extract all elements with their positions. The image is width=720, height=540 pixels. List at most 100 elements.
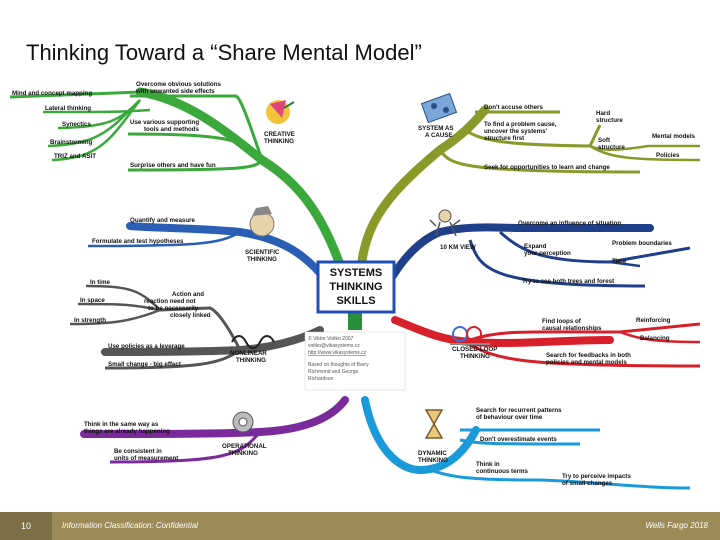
leaf-action-4: closely linked [170,312,211,319]
twig-nonlinear-small [104,348,241,370]
leaf-reinforcing: Reinforcing [636,317,671,324]
creative-title-2: THINKING [264,138,294,145]
leaf-impacts-1: Try to perceive impacts [562,473,631,480]
leaf-synectics: Synectics [62,121,91,128]
twig-system-find [464,124,602,148]
twig-dynamic-continuous [429,468,691,490]
leaf-in-time: In time [90,279,110,286]
leaf-expand-2: your perception [524,250,571,257]
closed-loop-illustration-icon [450,326,490,345]
mind-map: SYSTEMS THINKING SKILLS © Viktor Voitko … [9,81,701,490]
operational-illustration-icon [232,411,254,433]
scientific-title-1: SCIENTIFIC [245,249,280,256]
twig-dynamic-overestimate [459,438,581,446]
leaf-impacts-2: of small changes [562,480,613,487]
dynamic-title-1: DYNAMIC [418,450,447,457]
leaf-find-cause-1: To find a problem cause, [484,121,557,128]
leaf-small-change: Small change - big effect [108,361,181,368]
credit-line-6: Richardson [308,376,334,382]
system-cause-title-2: A CAUSE [425,132,453,139]
twig-system-seek [438,149,641,174]
10km-illustration-icon [429,209,461,237]
leaf-policies: Policies [656,152,680,159]
brand-label: Wells Fargo 2018 [645,521,708,530]
leaf-overcome-2: with unwanted side effects [135,88,215,95]
slide-title: Thinking Toward a “Share Mental Model” [26,40,422,65]
twig-nonlinear-time [85,284,161,311]
credit-line-5: Richmond and George [308,369,359,375]
operational-title-1: OPERATIONAL [222,443,267,450]
page-number: 10 [0,512,52,540]
twig-nonlinear-strength [69,308,161,326]
leaf-hypotheses: Formulate and test hypotheses [92,238,184,245]
leaf-mind-mapping: Mind and concept mapping [12,90,92,97]
creative-illustration-icon [266,100,295,124]
leaf-trees-forest: Try to see both trees and forest [522,278,614,285]
leaf-seek: Seek for opportunities to learn and chan… [484,164,610,171]
leaf-tools-1: Use various supporting [130,119,199,126]
leaf-action-1: Action and [172,291,204,298]
credit-line-3[interactable]: http://www.vikasystems.cz [308,350,367,356]
twig-creative-brainstorm [47,99,141,148]
leaf-overcome-1: Overcome obvious solutions [136,81,221,88]
leaf-find-cause-2: uncover the systems' [484,128,548,135]
nonlinear-illustration-icon [231,335,275,349]
twig-creative-overcome [130,94,264,161]
leaf-quantify: Quantify and measure [130,217,196,224]
center-line-1: SYSTEMS [330,267,383,279]
leaf-continuous-2: continuous terms [476,468,528,475]
twig-scientific-hypo [87,230,241,248]
scientific-title-2: THINKING [247,256,277,263]
twig-creative-mind [9,90,141,99]
leaf-mental-models: Mental models [652,133,696,140]
system-cause-illustration-icon [420,92,458,124]
center-line-3: SKILLS [336,295,375,307]
creative-title-1: CREATIVE [264,131,295,138]
credit-line-4: Based on thoughts of Barry [308,362,369,368]
leaf-action-2: reaction need not [144,298,196,305]
scientific-illustration-icon [249,206,275,237]
branch-operational [80,396,349,438]
branch-10km [381,223,654,294]
leaf-lateral: Lateral thinking [45,105,91,112]
branch-system-cause [355,105,490,295]
leaf-brainstorming: Brainstorming [50,139,93,146]
leaf-overcome-influence: Overcome an influence of situation [518,220,621,227]
branch-scientific [126,222,334,289]
leaf-boundaries: Problem boundaries [612,240,672,247]
twig-10km-expand [498,230,691,264]
leaf-dont-accuse: Don't accuse others [484,104,543,111]
leaf-same-way-2: things are already happening [84,428,170,435]
credit-line-1: © Viktor Voitko 2007 [308,335,354,342]
credit-line-2: voitko@vikasystems.cz [308,343,360,349]
leaf-overestimate: Don't overestimate events [480,436,557,443]
leaf-in-space: In space [80,297,105,304]
leaf-hard-1: Hard [596,110,610,117]
leaf-feedbacks-2: policies and mental models [546,359,627,366]
twig-system-policies [589,144,701,162]
twig-creative-tools [127,132,264,161]
twig-creative-surprise [127,158,264,172]
leaf-find-loops-1: Find loops of [542,318,582,325]
twig-closed-feedbacks [469,343,701,368]
closed-loop-title-1: CLOSED-LOOP [452,346,497,353]
leaf-recurrent-1: Search for recurrent patterns [476,407,562,414]
leaf-find-cause-3: structure first [484,135,524,142]
leaf-feedbacks-1: Search for feedbacks in both [546,352,631,359]
leaf-consistent-1: Be consistent in [114,448,162,455]
leaf-find-loops-2: causal relationships [542,325,602,332]
leaf-recurrent-2: of behaviour over time [476,414,543,421]
leaf-soft-1: Soft [598,137,610,144]
branch-dynamic [361,396,480,475]
twig-operational-consistent [109,431,262,464]
footer-bar: 10 Information Classification: Confident… [0,512,720,540]
leaf-consistent-2: units of measurement [114,455,178,462]
leaf-same-way-1: Think in the same way as [84,421,159,428]
10km-title: 10 KM VIEW [440,244,476,251]
twig-10km-forest [468,239,646,288]
twig-nonlinear-space [77,302,161,312]
leaf-leverage: Use policies as a leverage [108,343,185,350]
leaf-soft-2: structure [598,144,625,151]
leaf-expand-1: Expand [524,243,547,250]
classification-label: Information Classification: Confidential [62,521,199,530]
